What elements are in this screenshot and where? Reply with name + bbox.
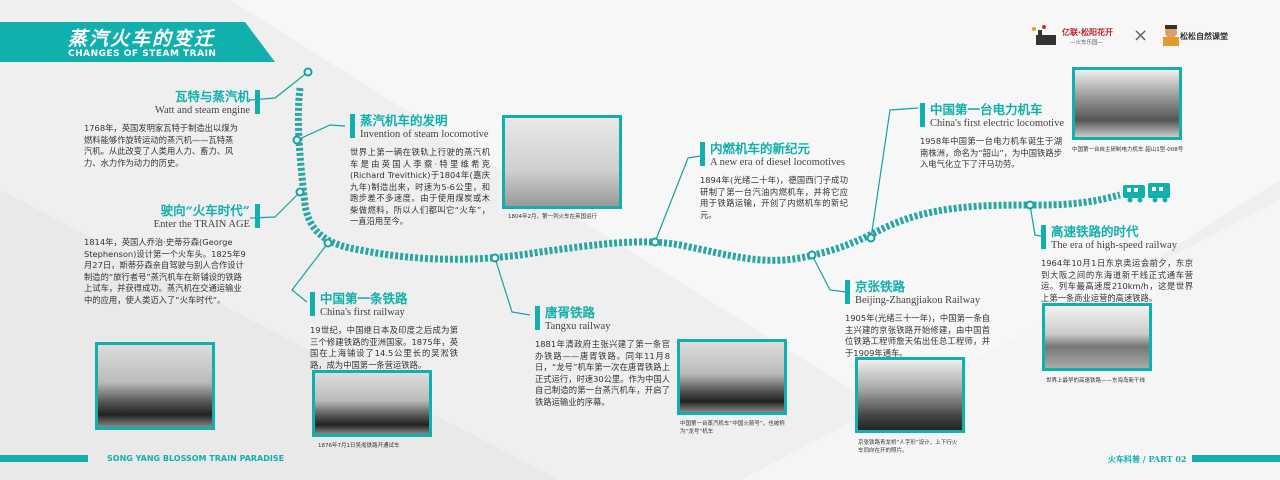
section-title: 瓦特与蒸汽机 bbox=[174, 89, 250, 104]
section-title: 驶向“火车时代” bbox=[160, 203, 250, 218]
section-subtitle: A new era of diesel locomotives bbox=[710, 157, 846, 168]
section-title: 唐胥铁路 bbox=[545, 305, 596, 320]
photo-jingzhang-railway bbox=[855, 357, 965, 433]
section-subtitle: Invention of steam locomotive bbox=[360, 129, 489, 140]
section-train-age: 驶向“火车时代”Enter the TRAIN AGE 1814年，英国人乔治·… bbox=[84, 204, 260, 306]
section-subtitle: The era of high-speed railway bbox=[1051, 240, 1177, 251]
page-subtitle: CHANGES OF STEAM TRAIN bbox=[68, 49, 217, 59]
section-subtitle: Enter the TRAIN AGE bbox=[153, 219, 250, 230]
footer-bar-left bbox=[0, 455, 88, 462]
photo-caption: 中国第一台蒸汽机车“中国火箭号”，也被称为“龙号”机车 bbox=[680, 421, 785, 435]
page-title: 蒸汽火车的变迁 bbox=[68, 28, 216, 50]
logo-train-paradise: 亿联·松阳花开 —火车乐园— bbox=[1030, 25, 1120, 49]
photo-caption: 世界上最早的高速铁路——东海岛新干线 bbox=[1046, 378, 1146, 384]
section-subtitle: Beijing-Zhangjiakou Railway bbox=[855, 295, 981, 306]
section-subtitle: Tangxu railway bbox=[545, 321, 611, 332]
train-icon bbox=[1123, 183, 1170, 203]
photo-caption: 1876年7月1日吴淞铁路开通试车 bbox=[318, 443, 400, 449]
section-body: 1905年(光绪三十一年)，中国第一条自主兴建的京张铁路开始修建，由中国首位铁路… bbox=[845, 313, 990, 358]
timeline-nodes bbox=[292, 67, 1035, 263]
photo-caption: 京张铁路青龙桥“人字形”设计，上下行火车同向在开的照片。 bbox=[858, 440, 958, 454]
photo-caption: 中国第一台自主研制电力机车 韶山1型-008号 bbox=[1072, 147, 1184, 153]
reader-mascot-icon bbox=[1163, 25, 1179, 46]
title-banner: 蒸汽火车的变迁 CHANGES OF STEAM TRAIN bbox=[0, 22, 275, 62]
footer-right-text: 火车科普 / PART 02 bbox=[1108, 454, 1187, 464]
section-title: 京张铁路 bbox=[855, 279, 906, 294]
section-title: 内燃机车的新纪元 bbox=[710, 141, 811, 156]
footer-bar-right bbox=[1192, 455, 1280, 462]
footer-left-text: SONG YANG BLOSSOM TRAIN PARADISE bbox=[107, 454, 285, 463]
section-body: 19世纪，中国继日本及印度之后成为第三个修建铁路的亚洲国家。1875年，英国在上… bbox=[310, 325, 458, 370]
section-body: 1964年10月1日东京奥运会前夕，东京到大阪之间的东海道新干线正式通车营运。列… bbox=[1041, 258, 1193, 303]
section-subtitle: Watt and steam engine bbox=[154, 105, 250, 116]
section-body: 1768年，英国发明家瓦特于制造出以煤为燃料能够作旋转运动的蒸汽机——瓦特蒸汽机… bbox=[84, 123, 238, 168]
section-body: 世界上第一辆在铁轨上行驶的蒸汽机车是由英国人李察·特里维希克(Richard T… bbox=[350, 147, 490, 226]
photo-caption: 1804年2月，第一列火车在英国运行 bbox=[508, 214, 597, 220]
photo-shinkansen bbox=[1042, 303, 1152, 371]
logo-nature-class: 松松自然课堂 bbox=[1162, 24, 1228, 52]
section-body: 1894年(光绪二十年)，德国西门子成功研制了第一台汽油内燃机车，并将它应用于铁… bbox=[700, 175, 848, 220]
photo-shaoshan-locomotive bbox=[1072, 67, 1182, 140]
railway-track bbox=[294, 87, 1121, 264]
section-body: 1814年，英国人乔治·史蒂芬森(George Stephenson)设计第一个… bbox=[84, 237, 246, 305]
section-body: 1958年中国第一台电力机车诞生于湖南株洲，命名为“韶山”，为中国铁路步入电气化… bbox=[920, 136, 1062, 169]
photo-trevithick-1804 bbox=[502, 115, 622, 209]
photo-rocket-locomotive bbox=[95, 342, 215, 430]
section-title: 中国第一条铁路 bbox=[320, 291, 408, 306]
section-title: 中国第一台电力机车 bbox=[930, 102, 1043, 117]
section-subtitle: China's first railway bbox=[320, 307, 405, 318]
photo-dragon-locomotive bbox=[677, 339, 787, 415]
section-body: 1881年清政府主张兴建了第一条官办铁路——唐胥铁路。同年11月8日，“龙号”机… bbox=[535, 339, 671, 407]
steam-train-logo-icon bbox=[1032, 25, 1056, 45]
section-title: 高速铁路的时代 bbox=[1051, 224, 1139, 239]
section-subtitle: China's first electric locomotive bbox=[930, 118, 1064, 129]
photo-wusong-railway bbox=[312, 370, 432, 437]
collab-x: × bbox=[1133, 25, 1149, 46]
section-title: 蒸汽机车的发明 bbox=[360, 113, 448, 128]
